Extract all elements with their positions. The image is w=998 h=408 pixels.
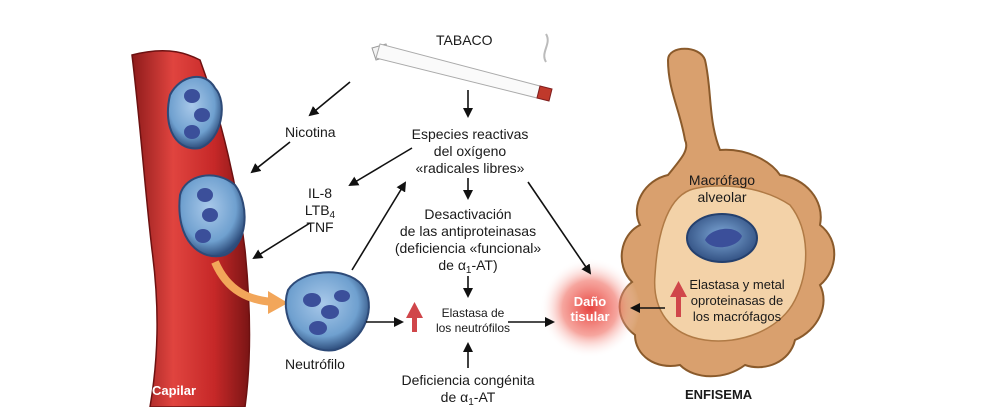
increase-arrow-macrophage — [670, 281, 687, 317]
arrow-especies-dano — [527, 181, 592, 275]
neutrophil-cell — [284, 271, 370, 352]
arrow-nicotina-vessel — [250, 141, 291, 174]
label-macrofago: Macrófago alveolar — [688, 172, 756, 205]
alveolar-macrophage — [686, 213, 758, 263]
label-dano-tisular: Daño tisular — [570, 294, 610, 324]
label-nicotina: Nicotina — [285, 124, 336, 140]
label-desactivacion: Desactivación de las antiproteinasas (de… — [394, 206, 542, 276]
arrow-especies-il8 — [348, 147, 413, 187]
label-enfisema: ENFISEMA — [685, 387, 753, 402]
vessel-neutrophil-top — [166, 75, 223, 150]
label-capilar: Capilar — [152, 383, 197, 398]
label-mediators: IL-8 LTB4 TNF — [300, 185, 340, 236]
tissue-damage-glow — [540, 258, 640, 358]
label-ltb4: LTB4 — [304, 202, 336, 221]
arrow-il8-vessel — [252, 222, 311, 260]
increase-arrow-neutrophil — [406, 302, 423, 332]
label-deficiencia: Deficiencia congénita de α1-AT — [401, 372, 535, 408]
vessel-neutrophil-bottom — [178, 174, 246, 258]
label-especies-reactivas: Especies reactivas del oxígeno «radicale… — [411, 126, 529, 176]
arrow-tabaco-nicotina — [308, 81, 351, 117]
alveolus — [618, 47, 836, 378]
label-elastasa-neutrofilos: Elastasa de los neutrófilos — [435, 306, 511, 335]
migration-arrow — [211, 260, 273, 306]
arrow-neutrophil-especies — [351, 181, 407, 271]
label-elastasa-metal: Elastasa y metal oproteinasas de los mac… — [689, 277, 785, 324]
label-tabaco: TABACO — [436, 32, 493, 48]
cigarette-icon — [371, 33, 553, 102]
migration-arrowhead — [268, 291, 288, 314]
label-il8: IL-8 — [307, 185, 333, 201]
label-tnf: TNF — [306, 219, 334, 235]
label-neutrofilo: Neutrófilo — [285, 356, 345, 372]
